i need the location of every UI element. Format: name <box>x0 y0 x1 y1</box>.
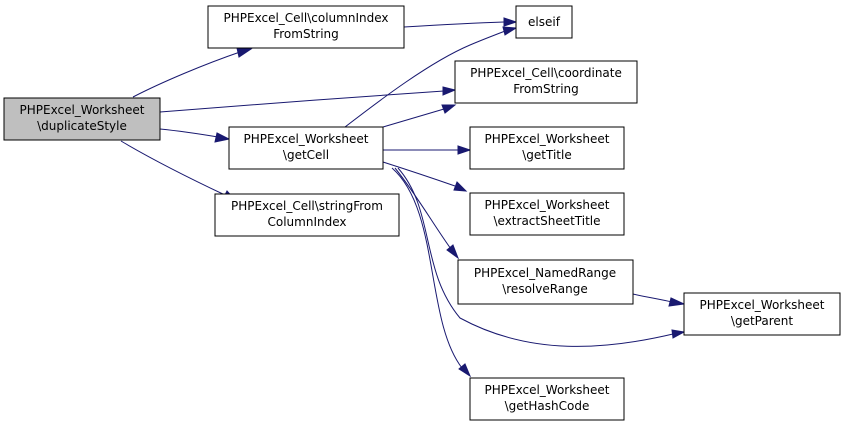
edge-duplicatestyle-to-getcell <box>159 128 231 143</box>
node-worksheet-extractsheettitle[interactable]: PHPExcel_Worksheet \extractSheetTitle <box>469 192 625 236</box>
edge-getcell-to-resolverange <box>394 167 460 260</box>
node-label: PHPExcel_Worksheet <box>485 198 610 212</box>
edge-getcell-to-coordinatefromstring <box>382 104 457 128</box>
edge-duplicatestyle-to-columnindexfromstring <box>132 47 253 98</box>
node-label: PHPExcel_Worksheet <box>485 132 610 146</box>
node-worksheet-gethashcode[interactable]: PHPExcel_Worksheet \getHashCode <box>469 377 625 421</box>
node-label: FromString <box>273 27 339 41</box>
node-namedrange-resolverange[interactable]: PHPExcel_NamedRange \resolveRange <box>457 259 634 305</box>
node-label: PHPExcel_NamedRange <box>474 266 616 280</box>
edge-resolverange-to-getparent <box>632 293 686 307</box>
node-label: PHPExcel_Worksheet <box>700 298 825 312</box>
edge-getcell-to-elseif <box>344 26 518 128</box>
edge-columnindexfromstring-to-elseif <box>403 17 518 28</box>
node-label: \resolveRange <box>502 282 588 296</box>
node-label: \getHashCode <box>505 399 590 413</box>
node-worksheet-getcell[interactable]: PHPExcel_Worksheet \getCell <box>228 126 384 170</box>
node-label: elseif <box>528 15 561 29</box>
node-label: \getParent <box>731 314 793 328</box>
node-label: PHPExcel_Worksheet <box>485 383 610 397</box>
node-label: FromString <box>513 82 579 96</box>
node-label: PHPExcel_Cell\coordinate <box>470 66 622 80</box>
node-worksheet-getparent[interactable]: PHPExcel_Worksheet \getParent <box>683 292 841 336</box>
node-label: ColumnIndex <box>268 215 347 229</box>
node-label: PHPExcel_Cell\stringFrom <box>231 199 383 213</box>
node-cell-columnindexfromstring[interactable]: PHPExcel_Cell\columnIndex FromString <box>207 5 405 49</box>
node-label: \extractSheetTitle <box>493 214 600 228</box>
node-label: PHPExcel_Worksheet <box>20 103 145 117</box>
node-cell-stringfromcolumnindex[interactable]: PHPExcel_Cell\stringFrom ColumnIndex <box>214 193 400 237</box>
edge-duplicatestyle-to-stringfromcolumnindex <box>120 140 237 201</box>
node-label: PHPExcel_Cell\columnIndex <box>224 11 389 25</box>
node-label: \getTitle <box>522 148 571 162</box>
edge-duplicatestyle-to-coordinatefromstring <box>159 86 457 113</box>
node-worksheet-gettitle[interactable]: PHPExcel_Worksheet \getTitle <box>469 126 625 170</box>
node-label: \duplicateStyle <box>37 119 127 133</box>
node-cell-coordinatefromstring[interactable]: PHPExcel_Cell\coordinate FromString <box>454 60 638 104</box>
edge-getcell-to-extractsheettitle <box>382 161 468 192</box>
node-worksheet-duplicatestyle[interactable]: PHPExcel_Worksheet \duplicateStyle <box>3 97 161 141</box>
edge-getcell-to-gettitle <box>383 145 472 155</box>
edge-getcell-to-gethashcode <box>391 167 472 378</box>
node-label: PHPExcel_Worksheet <box>244 132 369 146</box>
node-label: \getCell <box>283 148 329 162</box>
node-elseif[interactable]: elseif <box>515 5 573 39</box>
edge-getcell-to-getparent <box>397 167 686 347</box>
